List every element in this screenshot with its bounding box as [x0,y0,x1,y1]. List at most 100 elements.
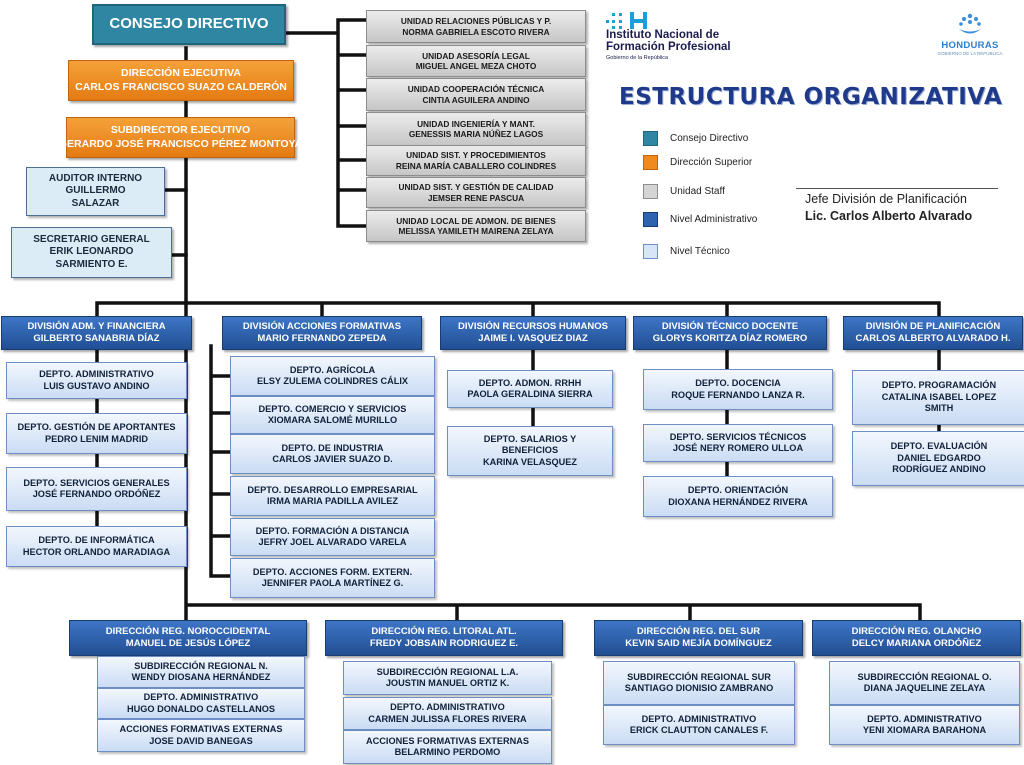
box-text-line: DIOXANA HERNÁNDEZ RIVERA [668,496,808,507]
box-text-line: PAOLA GERALDINA SIERRA [467,389,593,399]
box-text-line: DEPTO. AGRÍCOLA [289,364,376,375]
infop-name-line2: Formación Profesional [606,41,731,53]
box-text-line: DEPTO. ADMINISTRATIVO [143,692,259,702]
honduras-logo-text: HONDURAS [941,40,999,51]
box-text-line: JOSÉ NERY ROMERO ULLOA [672,443,804,453]
box-text-line: SMITH [924,403,954,414]
box-text-line: SUBDIRECCIÓN REGIONAL N. [134,660,268,671]
box-text-line: DEPTO. ADMON. RRHH [478,377,582,388]
legend-swatch [643,183,658,199]
box-text-line: MANUEL DE JESÚS LÓPEZ [125,638,251,649]
box-text-line: WENDY DIOSANA HERNÁNDEZ [131,672,271,682]
box-text-line: DEPTO. ORIENTACIÓN [687,485,789,495]
box-text-line: SUBDIRECCIÓN REGIONAL SUR [627,671,771,682]
box-text-line: JAIME I. VASQUEZ DIAZ [478,333,588,344]
box-text-line: ROQUE FERNANDO LANZA R. [671,389,805,400]
staff-unit-box: UNIDAD RELACIONES PÚBLICAS Y P.NORMA GAB… [366,10,586,43]
box-text-line: NORMA GABRIELA ESCOTO RIVERA [402,26,550,37]
legend-item: Consejo Directivo [643,130,748,146]
division-bus-line [95,301,941,318]
box-text-line: DIVISIÓN ADM. Y FINANCIERA [27,321,166,333]
box-text-line: DIVISIÓN TÉCNICO DOCENTE [661,321,799,333]
signature-rule [796,188,998,189]
box-text-line: DEPTO. ADMINISTRATIVO [641,713,757,724]
box-text-line: RODRÍGUEZ ANDINO [892,464,986,475]
box-text-line: SANTIAGO DIONISIO ZAMBRANO [624,683,774,693]
legend-swatch [643,130,658,146]
box-text-line: DEPTO. FORMACIÓN A DISTANCIA [255,525,410,536]
legend-item: Dirección Superior [643,154,752,170]
box-text-line: DEPTO. DOCENCIA [695,378,781,388]
regional-unit-box: SUBDIRECCIÓN REGIONAL N.WENDY DIOSANA HE… [97,656,305,688]
honduras-logo: HONDURAS GOBIERNO DE LA REPÚBLICA [936,12,1004,56]
box-text-line: REINA MARÍA CABALLERO COLINDRES [395,160,557,171]
legend-label: Nivel Administrativo [670,213,758,225]
box-text-line: YENI XIOMARA BARAHONA [862,725,987,735]
box-text-line: DEPTO. SERVICIOS TÉCNICOS [669,431,807,442]
box-text-line: DELCY MARIANA ORDÓÑEZ [851,638,982,649]
box-text-line: DIRECCIÓN EJECUTIVA [121,67,241,80]
staff-unit-box: UNIDAD INGENIERÍA Y MANT.GENESSIS MARIA … [366,112,586,146]
legend-swatch [643,243,658,259]
box-text-line: DIVISIÓN RECURSOS HUMANOS [458,321,608,333]
box-text-line: GUILLERMO [65,185,126,197]
box-text-line: CARLOS FRANCISCO SUAZO CALDERÓN [75,80,287,93]
box-text-line: SUBDIRECTOR EJECUTIVO [110,124,251,137]
box-text-line: CARLOS JAVIER SUAZO D. [272,454,393,464]
box-text-line: JENNIFER PAOLA MARTÍNEZ G. [261,578,404,588]
box-text-line: DEPTO. ADMINISTRATIVO [390,702,505,712]
regional-unit-box: SUBDIRECCIÓN REGIONAL L.A.JOUSTIN MANUEL… [343,661,552,695]
box-text-line: DEPTO. GESTIÓN DE APORTANTES [17,422,176,432]
division2-dept-bracket [209,344,232,578]
regional-bus-line [184,301,922,622]
box-text-line: JOUSTIN MANUEL ORTIZ K. [385,678,510,688]
box-text-line: ERICK CLAUTTON CANALES F. [629,725,769,735]
box-text-line: PEDRO LENIM MADRID [44,433,149,444]
box-text-line: DEPTO. EVALUACIÓN [890,441,988,452]
box-text-line: DEPTO. COMERCIO Y SERVICIOS [258,403,407,414]
legend-swatch [643,211,658,227]
box-text-line: DEPTO. SERVICIOS GENERALES [23,477,170,488]
box-text-line: DIRECCIÓN REG. OLANCHO [851,626,982,638]
box-text-line: UNIDAD SIST. Y PROCEDIMIENTOS [406,150,546,161]
box-text-line: JOSÉ FERNANDO ORDÓÑEZ [32,489,161,499]
box-text-line: SECRETARIO GENERAL [33,233,150,245]
legend-item: Nivel Administrativo [643,211,757,227]
legend-swatch [643,154,658,170]
box-text-line: DEPTO. DE INFORMÁTICA [38,535,155,545]
honduras-emblem-icon [959,13,981,34]
box-text-line: DIVISIÓN DE PLANIFICACIÓN [865,321,1001,333]
box-text-line: CARMEN JULISSA FLORES RIVERA [368,713,527,724]
box-text-line: KARINA VELASQUEZ [482,456,578,467]
box-text-line: DEPTO. ACCIONES FORM. EXTERN. [252,566,413,577]
signature-name: Lic. Carlos Alberto Alvarado [805,209,973,223]
box-text-line: UNIDAD ASESORÍA LEGAL [422,50,530,61]
box-text-line: DIRECCIÓN REG. DEL SUR [636,626,761,638]
